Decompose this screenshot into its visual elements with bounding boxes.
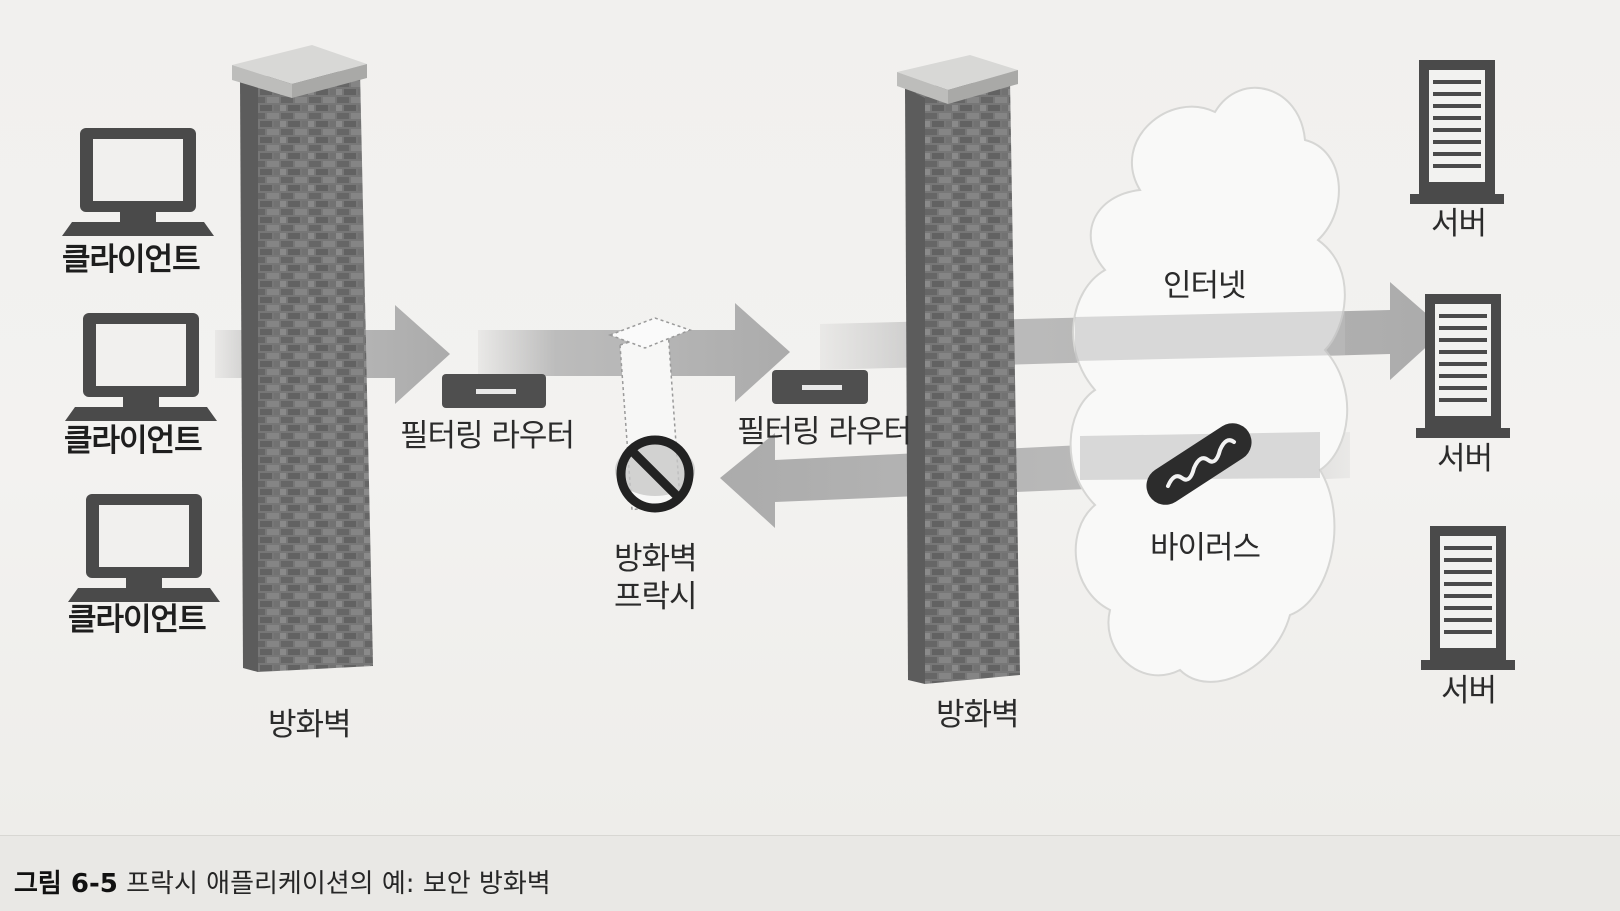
firewall-wall-right bbox=[897, 55, 1020, 684]
figure-panel: 클라이언트 클라이언트 클라이언트 방화벽 방화벽 필터링 라우터 필터링 라우… bbox=[0, 0, 1620, 836]
firewall-wall-left bbox=[232, 45, 373, 672]
firewall-proxy bbox=[607, 317, 695, 513]
server-1 bbox=[1410, 60, 1504, 204]
filtering-router-label-1: 필터링 라우터 bbox=[400, 418, 575, 454]
filtering-router-2 bbox=[772, 370, 868, 404]
internet-cloud bbox=[1069, 86, 1349, 683]
server-label-1: 서버 bbox=[1431, 206, 1487, 242]
filtering-router-label-2: 필터링 라우터 bbox=[737, 414, 912, 450]
server-3 bbox=[1421, 526, 1515, 670]
firewall-proxy-label-line2: 프락시 bbox=[614, 579, 698, 615]
client-label-2: 클라이언트 bbox=[64, 423, 203, 459]
virus-icon bbox=[1146, 423, 1252, 505]
client-computer-3 bbox=[68, 494, 220, 602]
firewall-label-left: 방화벽 bbox=[268, 707, 352, 743]
internet-label: 인터넷 bbox=[1163, 268, 1247, 304]
client-label-1: 클라이언트 bbox=[62, 242, 201, 278]
virus-label: 바이러스 bbox=[1150, 530, 1261, 566]
filtering-router-1 bbox=[442, 374, 546, 408]
client-label-3: 클라이언트 bbox=[68, 602, 207, 638]
firewall-label-right: 방화벽 bbox=[936, 697, 1020, 733]
client-computer-2 bbox=[65, 313, 217, 421]
server-label-3: 서버 bbox=[1441, 673, 1497, 709]
client-computer-1 bbox=[62, 128, 214, 236]
firewall-proxy-label-line1: 방화벽 bbox=[614, 541, 698, 577]
proxy-firewall-diagram bbox=[62, 45, 1515, 684]
figure-caption: 그림 6-5 프락시 애플리케이션의 예: 보안 방화벽 bbox=[14, 868, 551, 900]
server-label-2: 서버 bbox=[1437, 441, 1493, 477]
figure-number: 그림 6-5 bbox=[14, 869, 118, 899]
figure-caption-text: 프락시 애플리케이션의 예: 보안 방화벽 bbox=[126, 869, 551, 899]
server-2 bbox=[1416, 294, 1510, 438]
